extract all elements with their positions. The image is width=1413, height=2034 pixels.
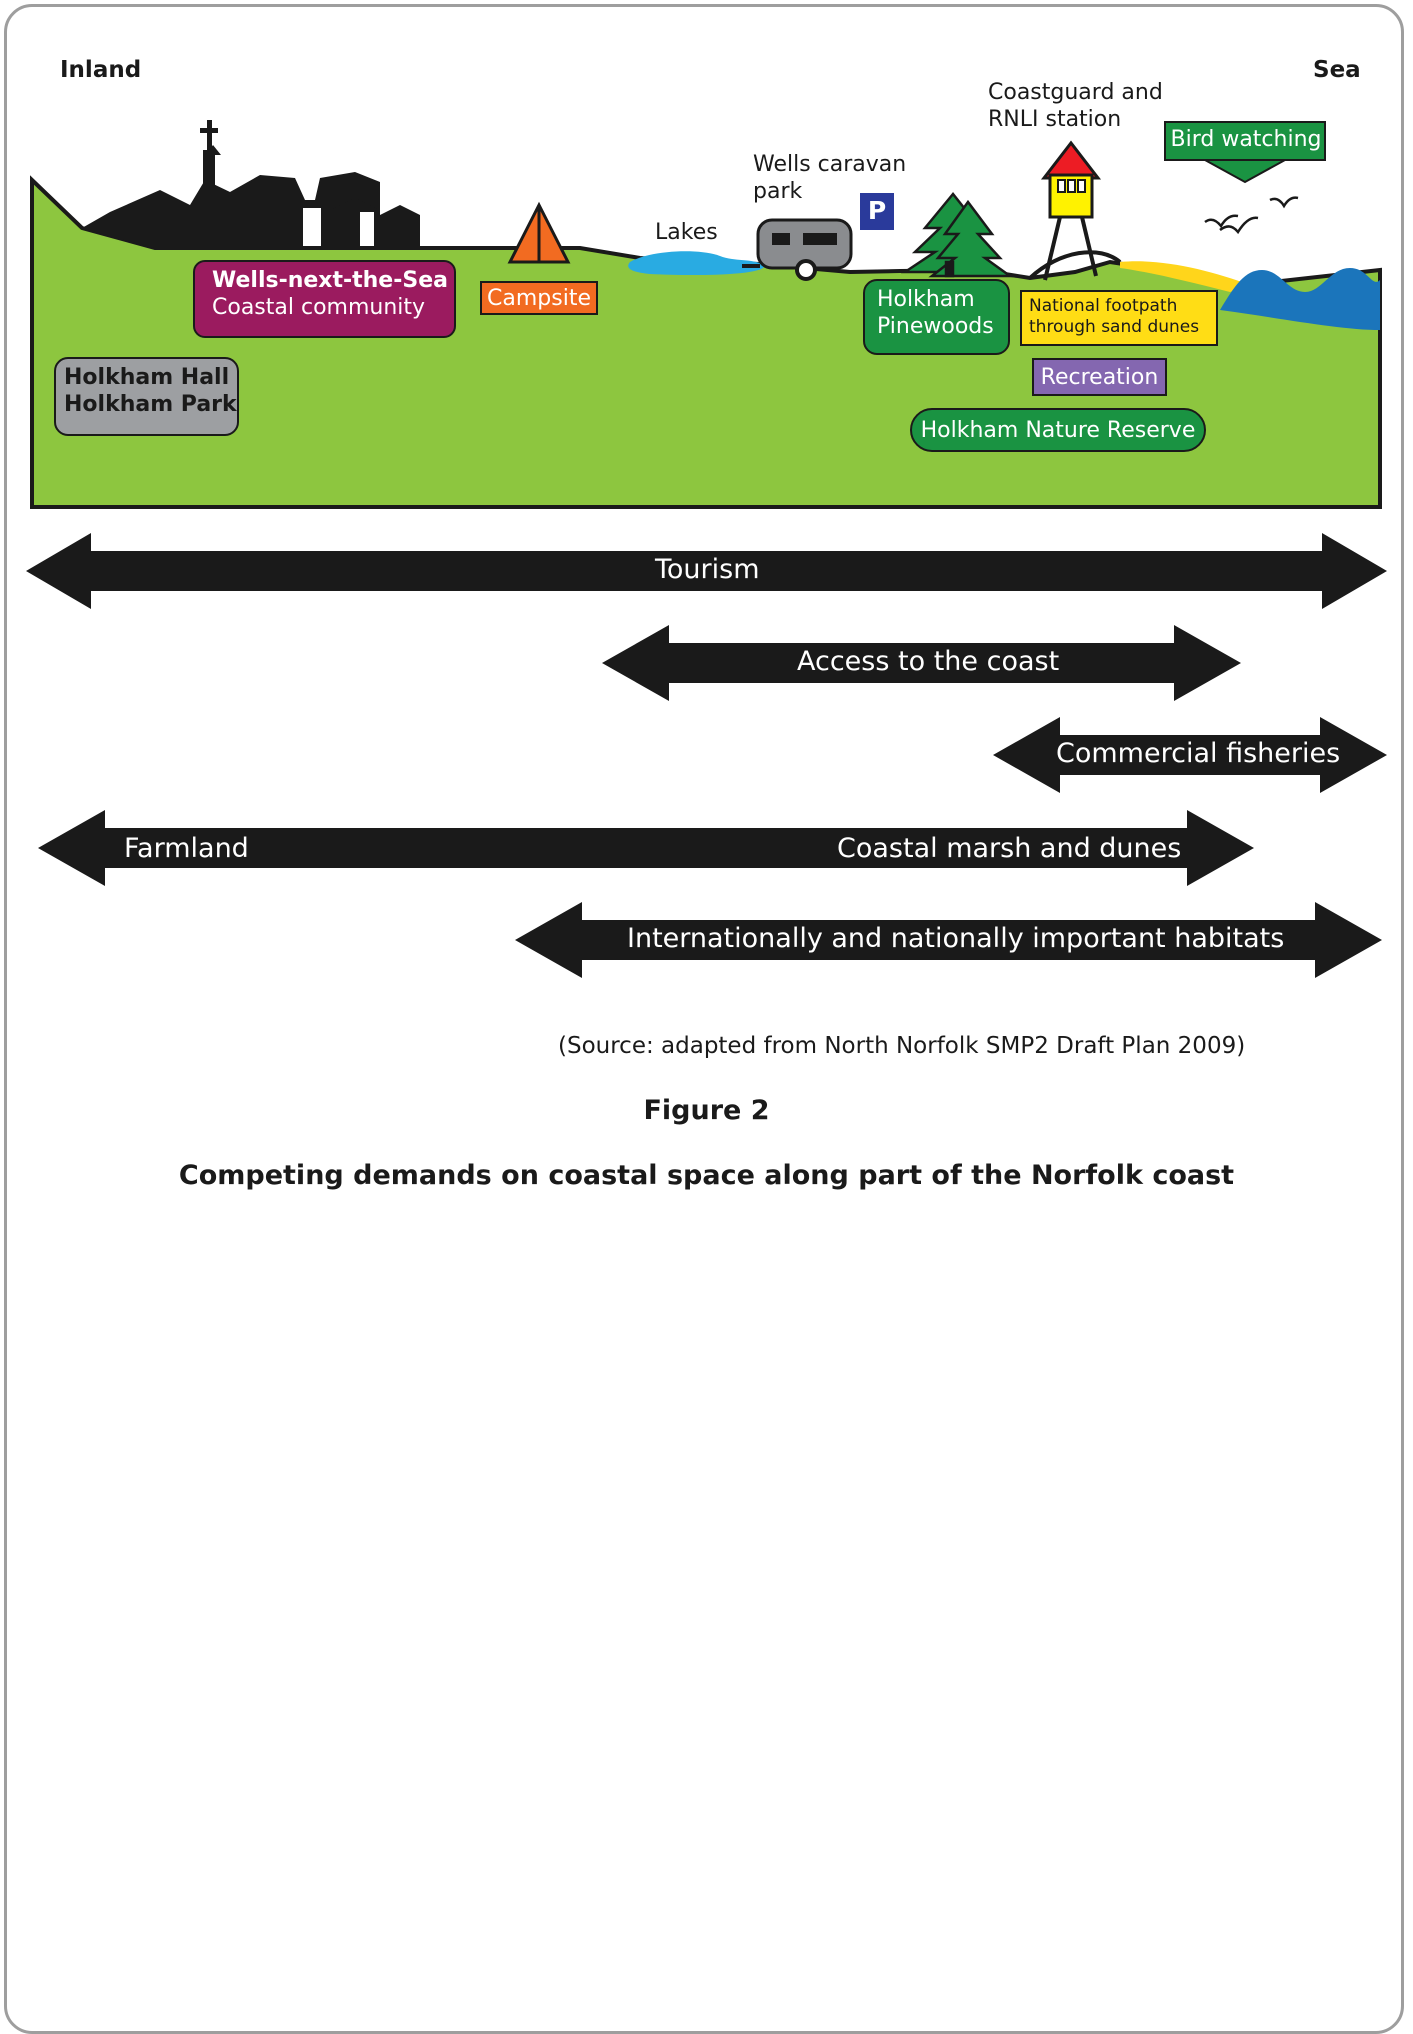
recreation-box: Recreation — [1032, 358, 1167, 396]
caravan-icon — [742, 218, 853, 281]
sea-label: Sea — [1313, 57, 1361, 83]
arrow-label-habitats: Internationally and nationally important… — [627, 923, 1285, 954]
dune-outline — [1028, 250, 1122, 280]
lakes-label: Lakes — [655, 220, 718, 245]
demand-arrows — [26, 533, 1387, 978]
building-gap — [303, 208, 321, 246]
tent-icon — [507, 201, 571, 264]
arrow-tourism — [26, 533, 1387, 609]
arrow-habitats — [515, 902, 1382, 978]
parking-sign — [860, 193, 894, 230]
arrow-label-access: Access to the coast — [797, 646, 1060, 677]
wells-title: Wells-next-the-Sea — [212, 268, 448, 293]
arrow-label-farmland: Farmland — [124, 833, 249, 864]
footpath-box: National footpath through sand dunes — [1020, 290, 1218, 346]
campsite-box: Campsite — [480, 281, 598, 315]
birds-icon — [1204, 196, 1299, 235]
arrow-label-tourism: Tourism — [655, 554, 760, 585]
figure-number: Figure 2 — [643, 1095, 770, 1126]
coastguard-tower-icon — [1040, 140, 1102, 281]
parking-label: P — [867, 196, 887, 225]
inland-label: Inland — [60, 57, 142, 83]
lake — [628, 251, 765, 276]
bird-watching-arrow — [1164, 121, 1326, 184]
pine-trees-icon — [900, 192, 1014, 278]
arrow-access — [602, 625, 1241, 701]
bird-watching-label: Bird watching — [1170, 127, 1322, 152]
sea — [1220, 268, 1380, 330]
arrow-fisheries — [993, 717, 1387, 793]
holkham-box: Holkham Hall Holkham Park — [54, 357, 239, 436]
sand-strip — [1120, 261, 1250, 292]
building-gap — [360, 212, 374, 246]
arrow-farmland — [38, 810, 1254, 886]
nature-reserve-box: Holkham Nature Reserve — [910, 408, 1206, 452]
arrow-label-fisheries: Commercial fisheries — [1056, 738, 1341, 769]
coastguard-label: Coastguard and RNLI station — [988, 80, 1163, 132]
wells-subtitle: Coastal community — [212, 294, 426, 320]
source-note: (Source: adapted from North Norfolk SMP2… — [558, 1033, 1246, 1059]
wells-box: Wells-next-the-Sea Coastal community — [193, 260, 456, 338]
caravan-park-label: Wells caravan park — [753, 152, 907, 204]
arrow-label-marsh: Coastal marsh and dunes — [837, 833, 1182, 864]
pinewoods-box: Holkham Pinewoods — [863, 279, 1010, 355]
figure-title: Competing demands on coastal space along… — [178, 1160, 1235, 1191]
